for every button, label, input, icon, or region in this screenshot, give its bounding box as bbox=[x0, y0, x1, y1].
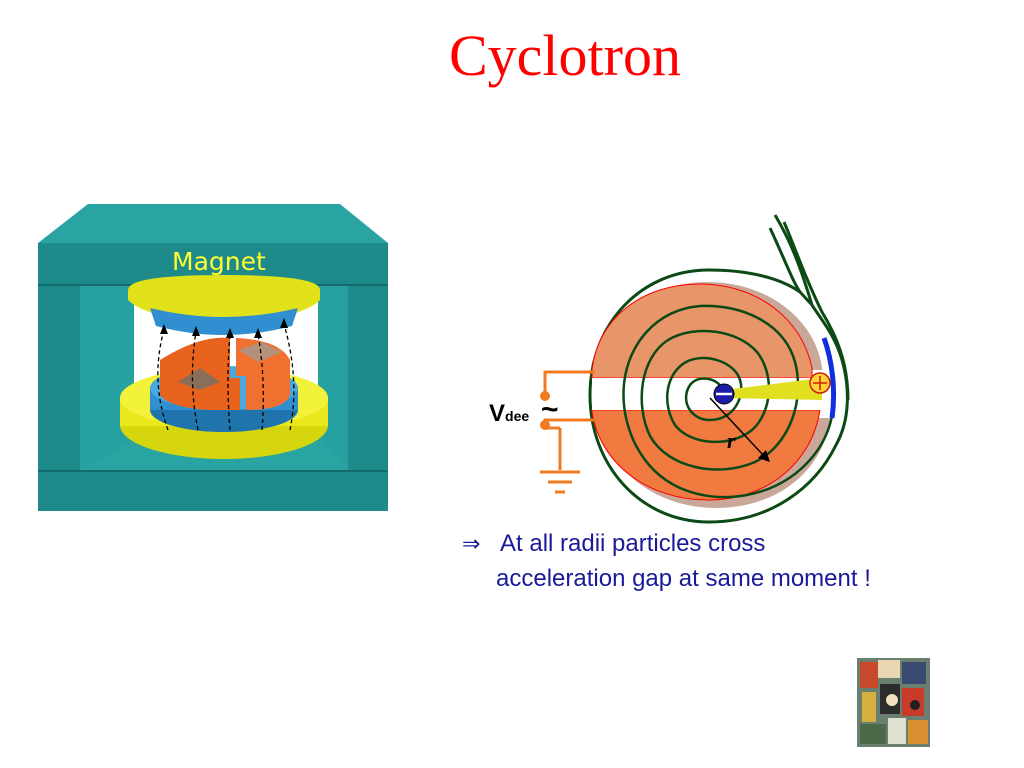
upper-pole-yellow bbox=[128, 275, 320, 322]
radius-label: r bbox=[727, 428, 736, 453]
particle-spiral-orbit bbox=[622, 304, 836, 499]
ac-source-symbol: ~ bbox=[541, 393, 559, 426]
terminal-bottom-icon bbox=[540, 420, 550, 430]
vdee-v: V bbox=[489, 400, 506, 427]
bullet-line-2: acceleration gap at same moment ! bbox=[496, 565, 871, 592]
upper-pole-blue bbox=[150, 308, 298, 335]
magnet-bottom-yoke bbox=[38, 471, 388, 511]
magnet-illustration bbox=[38, 204, 388, 511]
vdee-label: Vdee bbox=[489, 400, 529, 428]
bullet-line-1: At all radii particles cross bbox=[500, 530, 766, 557]
magnet-top-bevel bbox=[38, 204, 388, 243]
extracted-beam bbox=[724, 378, 822, 400]
radius-arrow bbox=[709, 397, 765, 457]
painting-thumbnail-icon bbox=[857, 658, 930, 747]
vdee-wire-top bbox=[543, 370, 595, 395]
deflector-electrode bbox=[821, 337, 837, 419]
ground-symbol-icon bbox=[540, 470, 580, 494]
bullet-point: ⇒ At all radii particles cross accelerati… bbox=[462, 527, 871, 596]
slide-title: Cyclotron bbox=[449, 23, 681, 88]
terminal-top-icon bbox=[540, 391, 550, 401]
magnet-label: Magnet bbox=[172, 247, 266, 276]
implies-arrow-icon: ⇒ bbox=[462, 532, 481, 557]
cyclotron-diagram bbox=[540, 214, 850, 524]
vdee-subscript: dee bbox=[505, 408, 530, 424]
